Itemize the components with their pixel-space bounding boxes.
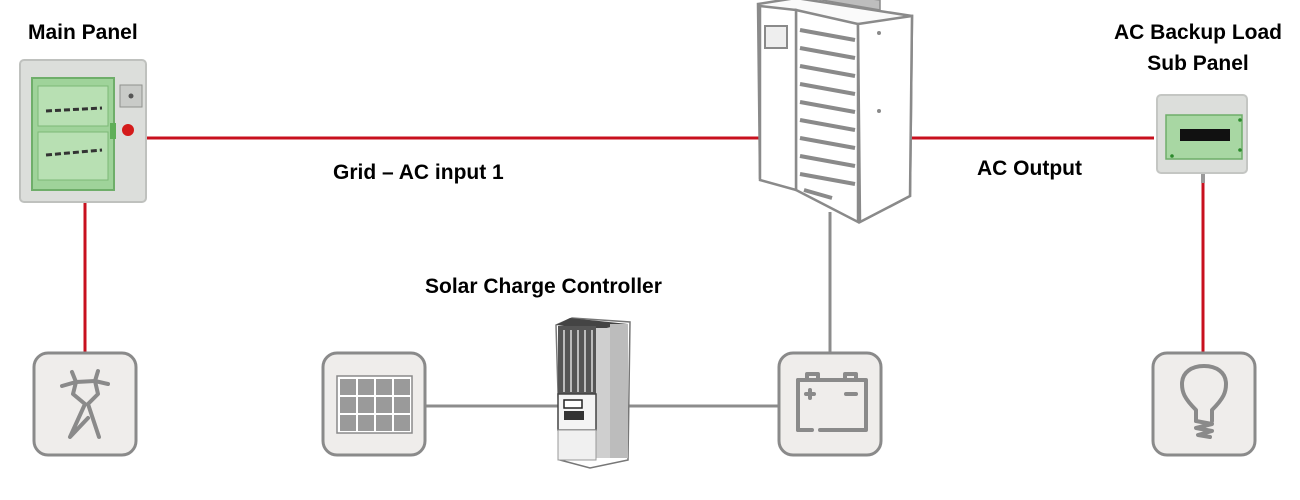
light-bulb-icon: [1180, 364, 1228, 439]
solar-array-box[interactable]: [321, 351, 427, 457]
dc-connections: [426, 212, 832, 408]
ac-connections: [83, 136, 1205, 352]
ac-output-label: AC Output: [977, 157, 1082, 180]
inverter-device[interactable]: [756, 0, 914, 225]
main-panel-label: Main Panel: [28, 21, 138, 44]
sub-panel-device[interactable]: [1156, 94, 1248, 174]
battery-icon: [796, 372, 868, 432]
charge-controller-device[interactable]: [555, 317, 631, 469]
load-box[interactable]: [1151, 351, 1257, 457]
power-pylon-icon: [60, 369, 110, 439]
utility-grid-box[interactable]: [32, 351, 138, 457]
inverter-vents: [799, 28, 856, 200]
solar-panel-icon: [336, 375, 413, 434]
sub-panel-label-line2: Sub Panel: [1147, 52, 1249, 75]
main-panel-device[interactable]: [19, 59, 147, 203]
solar-charge-controller-label: Solar Charge Controller: [425, 275, 662, 298]
sub-panel-label-line1: AC Backup Load: [1113, 21, 1283, 44]
battery-box[interactable]: [777, 351, 883, 457]
grid-ac-input-label: Grid – AC input 1: [333, 161, 504, 184]
sub-panel-cable-gland: [1201, 172, 1205, 183]
